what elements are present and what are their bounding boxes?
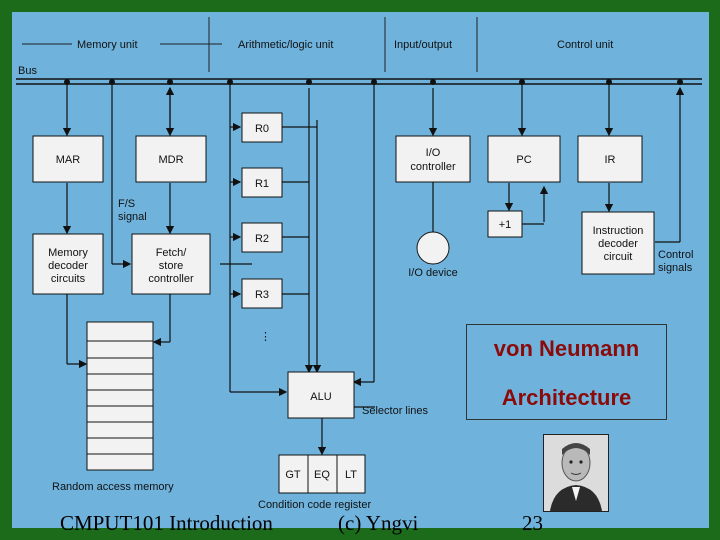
wiring (62, 84, 685, 456)
footer-author: (c) Yngvi (338, 511, 419, 535)
fetch-store-controller: Fetch/ store controller (131, 233, 211, 295)
svg-text:IR: IR (605, 154, 616, 166)
random-access-memory: Random access memory (52, 321, 174, 493)
portrait-photo (543, 434, 609, 512)
header-control-unit: Control unit (557, 39, 613, 51)
footer-course: CMPUT101 Introduction (60, 511, 273, 535)
mdr-register: MDR (135, 135, 207, 183)
svg-text:ALU: ALU (310, 391, 331, 403)
title-line-1: von Neumann (493, 336, 640, 361)
mar-register: MAR (32, 135, 104, 183)
register-ellipsis: ⋮ (260, 331, 271, 343)
svg-text:decoder: decoder (598, 238, 638, 250)
io-device: I/O device (408, 231, 458, 279)
svg-text:controller: controller (410, 161, 456, 173)
svg-text:Memory: Memory (48, 247, 88, 259)
svg-text:store: store (159, 260, 183, 272)
instruction-register: IR (577, 135, 643, 183)
svg-text:Instruction: Instruction (593, 225, 644, 237)
bus-junctions (64, 79, 683, 85)
svg-text:Fetch/: Fetch/ (156, 247, 188, 259)
control-signals-label-2: signals (658, 262, 693, 274)
svg-text:MAR: MAR (56, 154, 81, 166)
bus (16, 78, 702, 85)
io-controller: I/O controller (395, 135, 471, 183)
instruction-decoder-circuit: Instruction decoder circuit (581, 211, 655, 275)
register-r3: R3 (241, 278, 283, 309)
von-neumann-diagram: Memory unit Arithmetic/logic unit Input/… (16, 17, 702, 511)
selector-lines-label: Selector lines (362, 405, 429, 417)
footer-page-number: 23 (522, 511, 543, 535)
flag-gt: GT (285, 469, 301, 481)
flag-eq: EQ (314, 469, 330, 481)
svg-text:I/O device: I/O device (408, 267, 458, 279)
header-memory-unit: Memory unit (77, 39, 138, 51)
header-io-unit: Input/output (394, 39, 452, 51)
register-r0: R0 (241, 112, 283, 143)
svg-text:I/O: I/O (426, 147, 441, 159)
title-line-2: Architecture (501, 385, 632, 410)
condition-code-label: Condition code register (258, 499, 371, 511)
svg-text:controller: controller (148, 273, 194, 285)
svg-text:circuit: circuit (604, 251, 633, 263)
program-counter: PC (487, 135, 561, 183)
incrementer: +1 (487, 210, 523, 238)
svg-text:R3: R3 (255, 289, 269, 301)
svg-text:PC: PC (516, 154, 531, 166)
portrait-icon (544, 435, 608, 511)
svg-text:R0: R0 (255, 123, 269, 135)
ram-label: Random access memory (52, 481, 174, 493)
register-r2: R2 (241, 222, 283, 253)
fs-signal-label-2: signal (118, 211, 147, 223)
svg-text:circuits: circuits (51, 273, 86, 285)
header-alu-unit: Arithmetic/logic unit (238, 39, 333, 51)
bus-label: Bus (18, 65, 37, 77)
register-r1: R1 (241, 167, 283, 198)
svg-text:+1: +1 (499, 219, 512, 231)
section-header-bar (22, 17, 478, 72)
control-signals-label-1: Control (658, 249, 693, 261)
flag-lt: LT (345, 469, 357, 481)
title-box: von Neumann Architecture (466, 324, 667, 420)
memory-decoder-circuits: Memory decoder circuits (32, 233, 104, 295)
fs-signal-label-1: F/S (118, 198, 135, 210)
condition-code-register: GT EQ LT Condition code register (258, 454, 371, 511)
svg-text:decoder: decoder (48, 260, 88, 272)
svg-text:R1: R1 (255, 178, 269, 190)
svg-text:R2: R2 (255, 233, 269, 245)
alu: ALU (287, 371, 355, 419)
svg-text:MDR: MDR (158, 154, 183, 166)
